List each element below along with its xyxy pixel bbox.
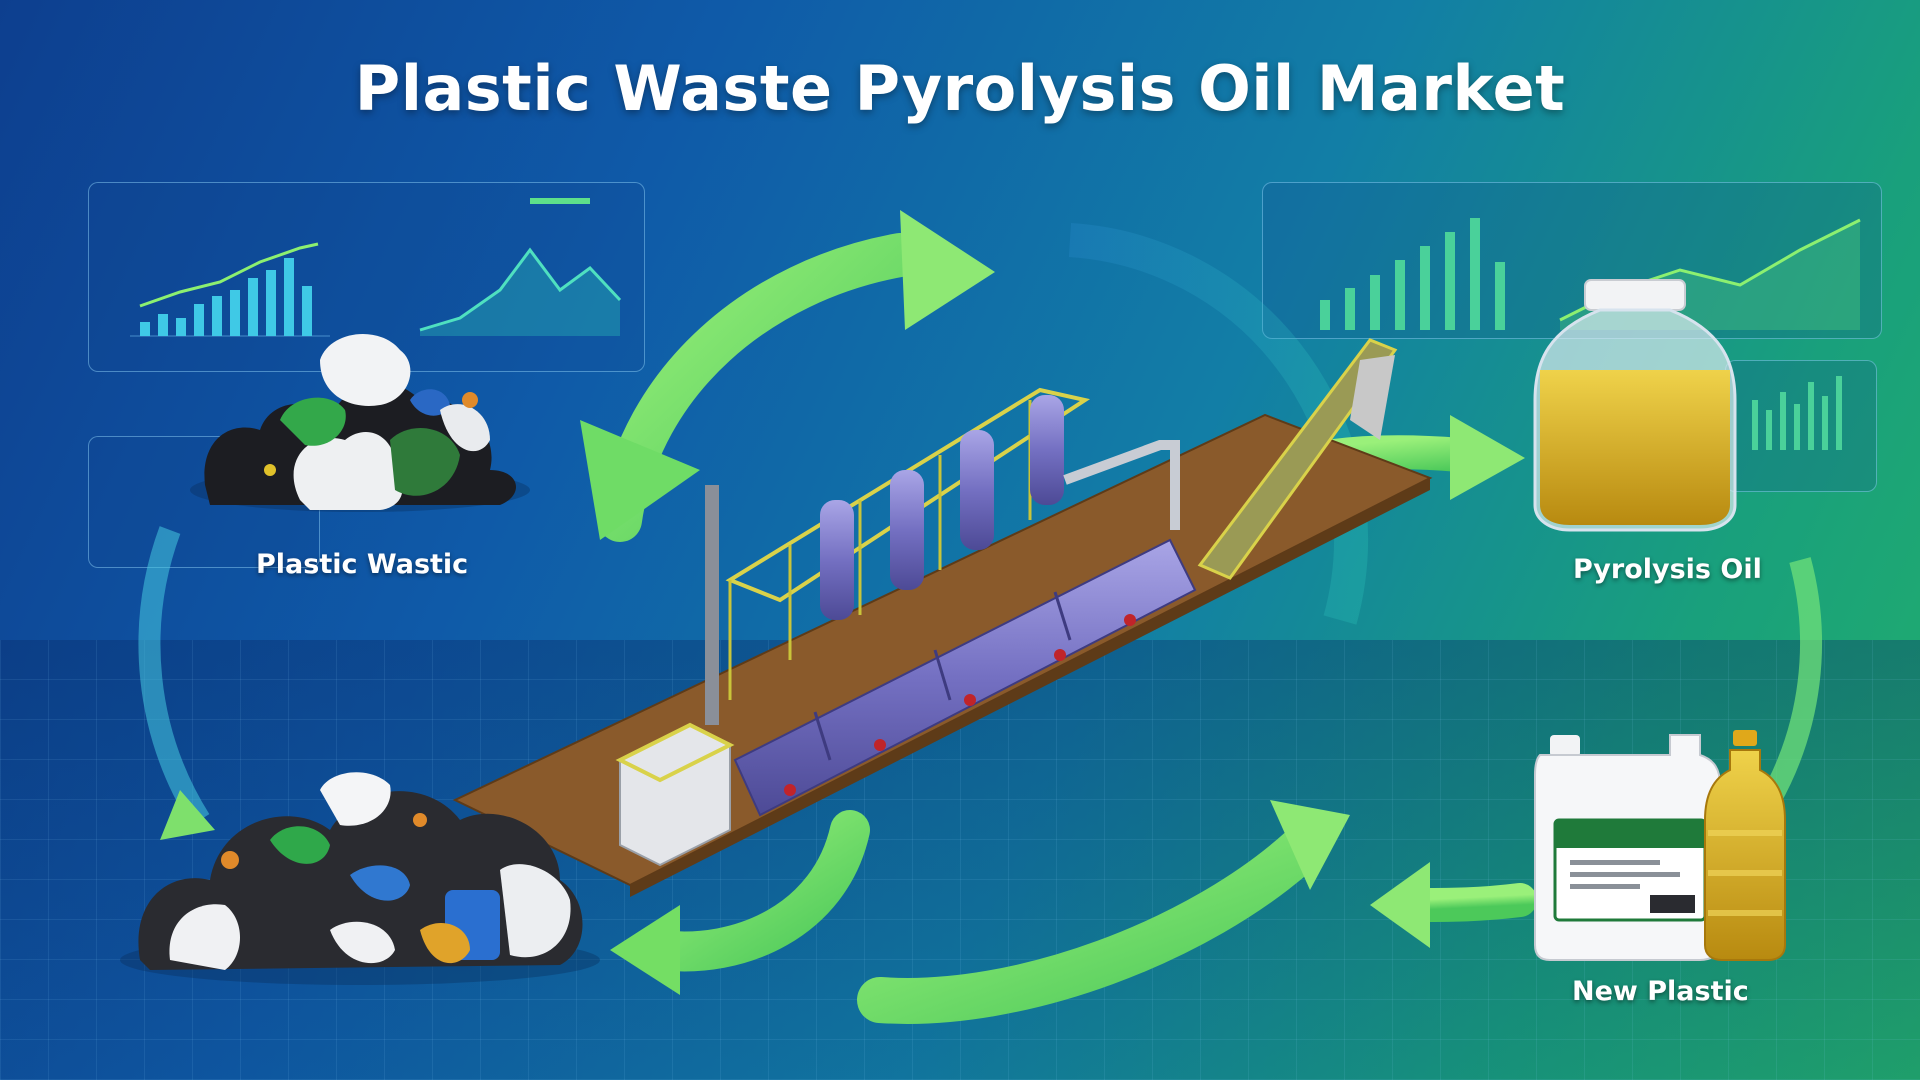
scaffold <box>725 387 1091 603</box>
label-new-plastic: New Plastic <box>1572 976 1749 1007</box>
recycle-arrow-icon <box>580 210 995 542</box>
jerrycan-icon <box>1534 734 1721 961</box>
plastic-waste-pile-top <box>190 333 530 512</box>
oil-jar-icon <box>1533 279 1737 532</box>
reactor-drum <box>733 538 1197 817</box>
background-cycle-arc <box>1068 223 1368 625</box>
background-cycle-arc <box>138 526 210 826</box>
label-pyrolysis-oil: Pyrolysis Oil <box>1573 554 1762 585</box>
background-cycle-arc <box>1760 557 1823 806</box>
label-plastic-waste: Plastic Wastic <box>256 549 469 580</box>
recycle-arrow-icon <box>610 810 870 995</box>
conveyor <box>1197 338 1398 580</box>
chimney <box>705 485 719 725</box>
dashboard-panel-right-lower <box>1725 360 1877 492</box>
bar-chart-icon <box>1320 218 1505 330</box>
bar-chart-icon <box>130 242 330 337</box>
line-chart-icon <box>419 198 622 336</box>
page-title: Plastic Waste Pyrolysis Oil Market <box>354 52 1566 125</box>
bottle-icon <box>1704 730 1786 961</box>
recycle-arrow-icon <box>1370 862 1537 948</box>
recycle-arrow-icon <box>857 800 1350 1024</box>
recycle-arrow-icon <box>160 790 215 840</box>
pyrolysis-plant <box>452 338 1433 897</box>
plastic-waste-pile-bottom <box>120 772 600 985</box>
